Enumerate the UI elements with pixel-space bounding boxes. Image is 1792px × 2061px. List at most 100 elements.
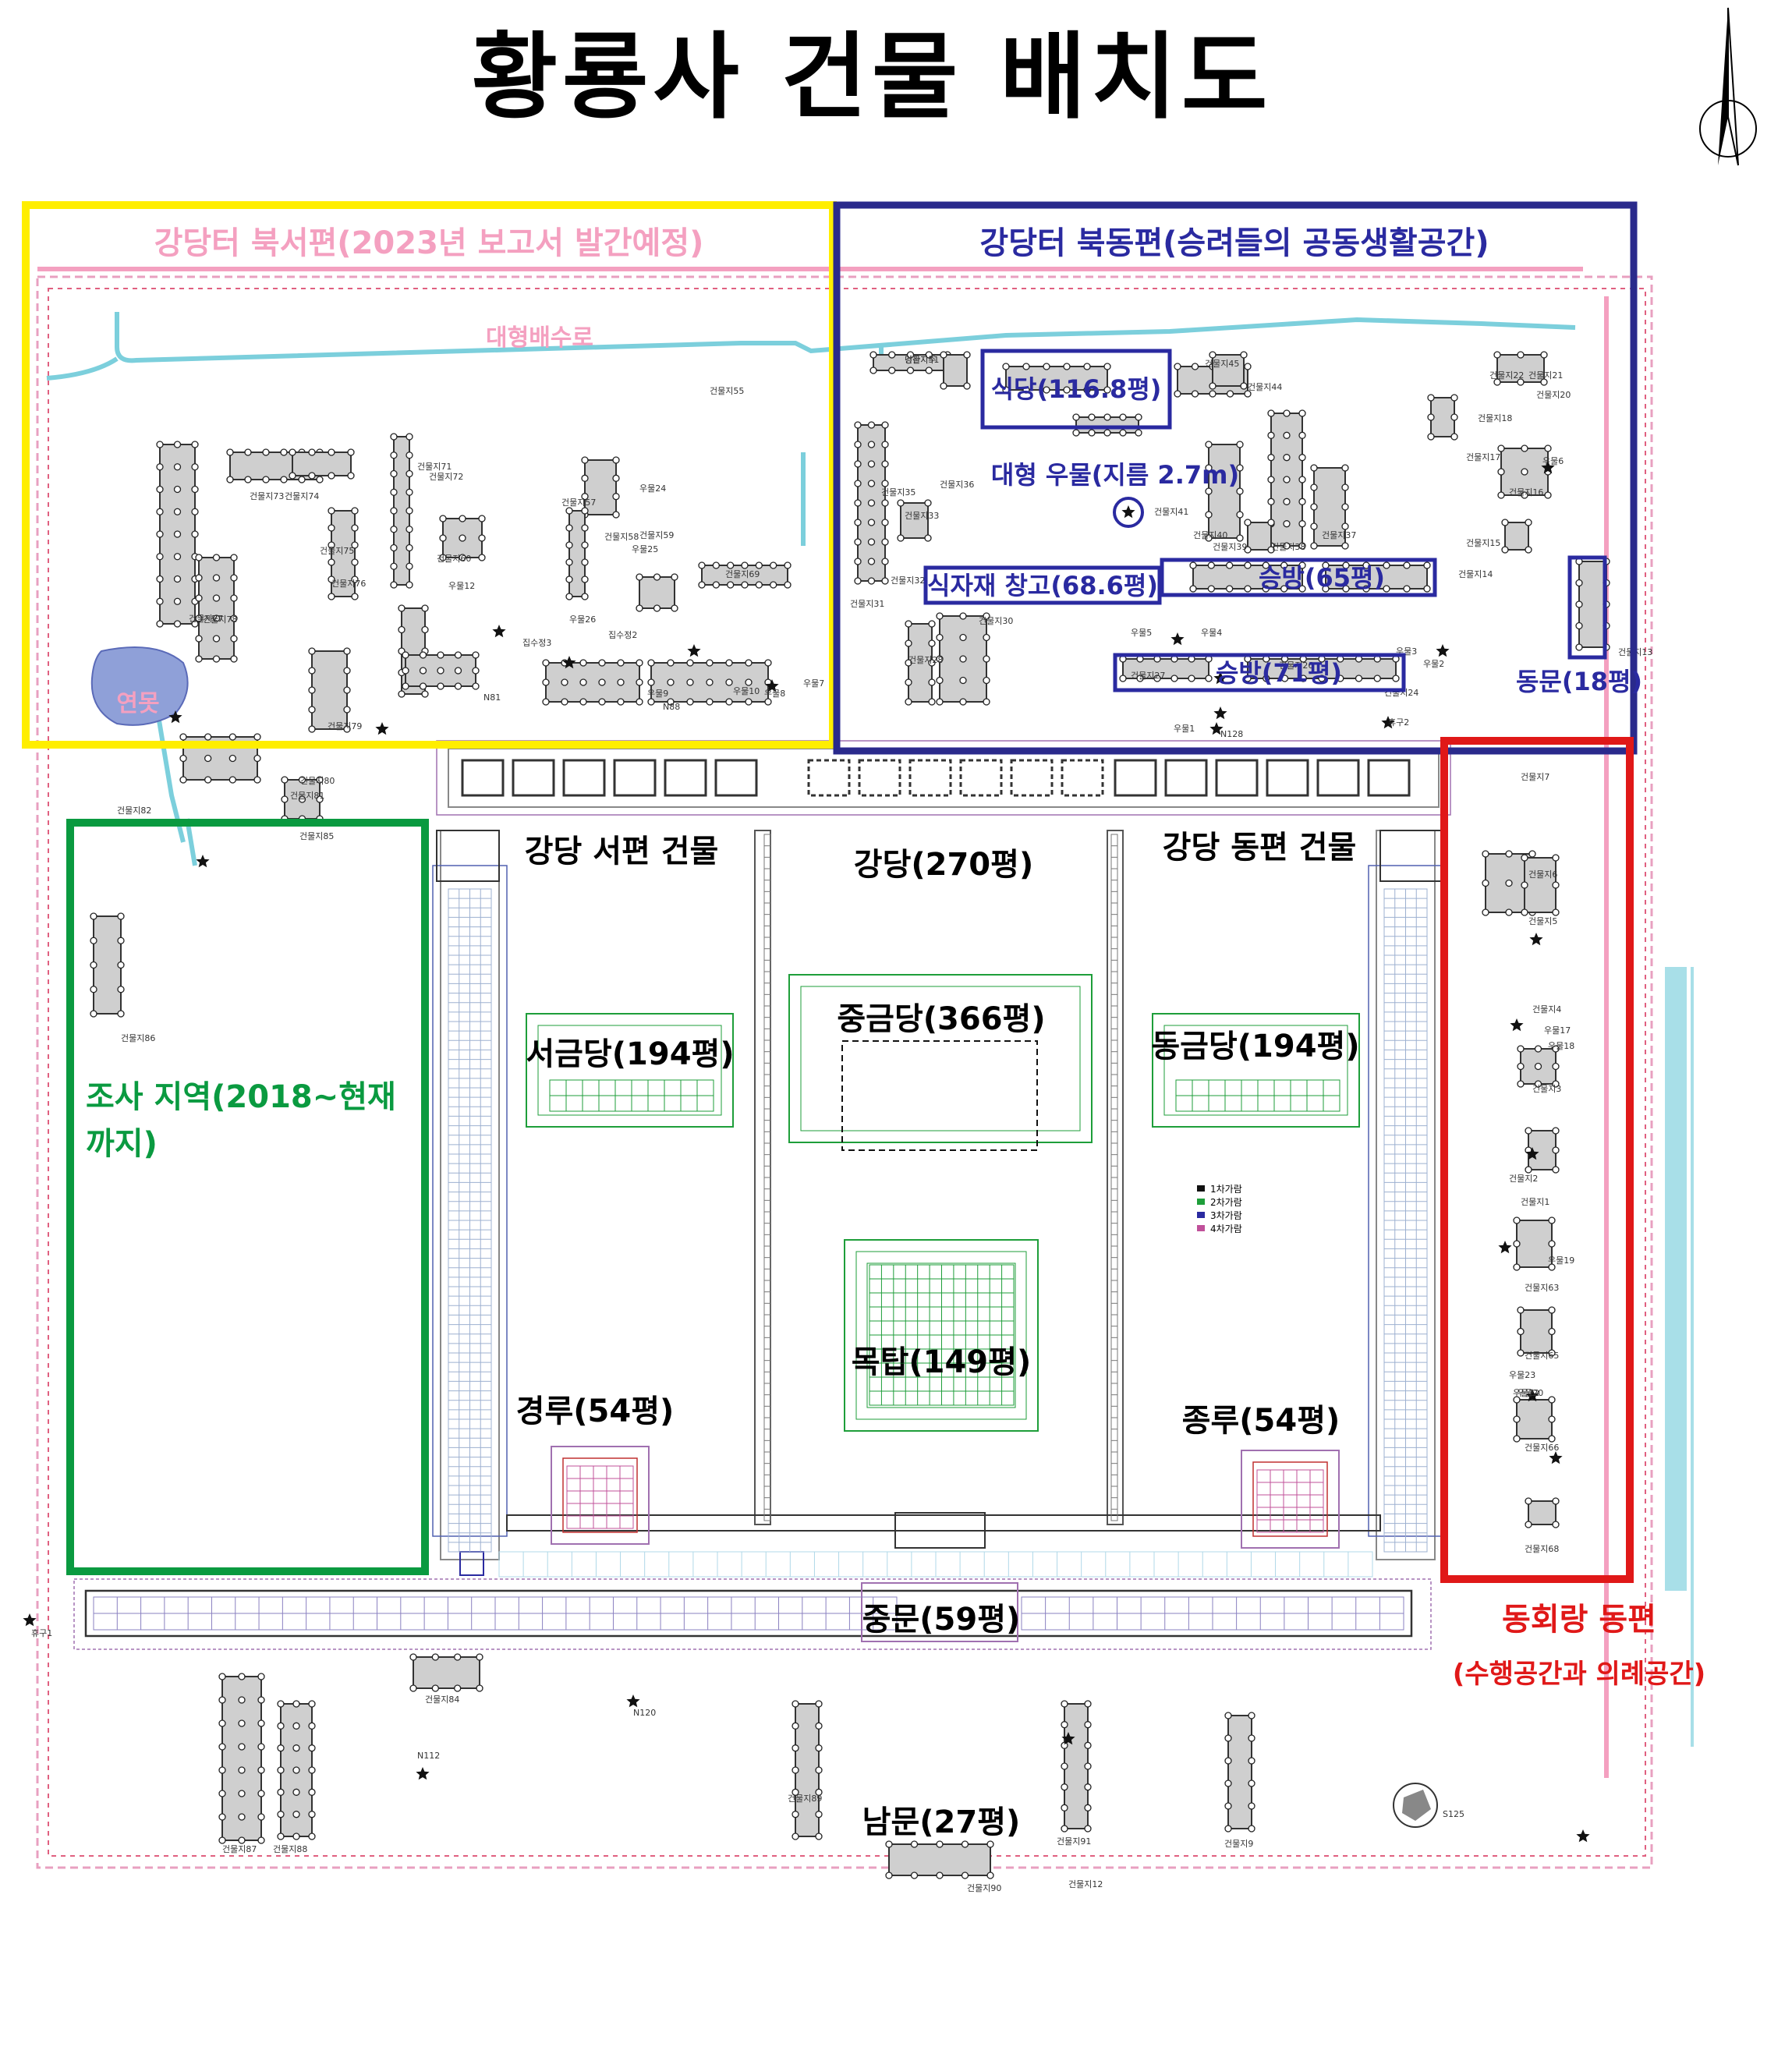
- small-label: 휴구2: [1388, 717, 1409, 728]
- dining-hall-label: 식당(116.8평): [991, 374, 1162, 404]
- middle-gate-label: 중문(59평): [862, 1602, 1021, 1638]
- east-corridor-zone-title: 동회랑 동편: [1502, 1602, 1656, 1638]
- small-label: 집수정3: [522, 638, 551, 648]
- north-arrow-icon: [1699, 7, 1757, 166]
- east-stream: [1665, 967, 1687, 1591]
- building-footprints: [90, 351, 1610, 1879]
- small-label: 건물지82: [117, 806, 151, 816]
- small-label: 우물20: [1517, 1388, 1543, 1398]
- monk-quarters-1-label: 승방(65평): [1259, 563, 1385, 593]
- small-label: 우물6: [1542, 456, 1564, 466]
- pond-label: 연못: [116, 690, 159, 717]
- legend-item-2: 2차가람: [1210, 1197, 1242, 1208]
- small-label: 건물지90: [967, 1883, 1001, 1893]
- small-label: 휴구1: [31, 1628, 52, 1638]
- monk-quarters-2-frame: [1113, 653, 1406, 692]
- small-label: 우물8: [764, 689, 785, 699]
- small-label: 건물지45: [1205, 359, 1239, 369]
- legend-swatch-2: [1197, 1199, 1205, 1205]
- small-label: 건물지78: [203, 614, 237, 625]
- monk-quarters-1-frame: [1160, 558, 1437, 597]
- small-label: 우물23: [1509, 1370, 1535, 1380]
- small-label: 우물19: [1548, 1255, 1574, 1266]
- small-label: 건물지71: [417, 462, 452, 472]
- small-label: 건물지55: [710, 386, 744, 396]
- survey-zone-title-line2: 까지): [86, 1126, 158, 1162]
- small-label: 건물지9: [1224, 1839, 1253, 1849]
- legend: 1차가람 2차가람 3차가람 4차가람: [1197, 1184, 1242, 1234]
- northeast-zone-frame: [833, 201, 1638, 755]
- small-label: 건물지91: [1057, 1836, 1091, 1847]
- small-label: 건물지60: [437, 554, 471, 564]
- small-label: 건물지4: [1532, 1004, 1561, 1015]
- small-label: 건물지68: [1525, 1544, 1559, 1554]
- small-label: 우물17: [1544, 1025, 1571, 1036]
- small-label: 건물지31: [850, 599, 884, 609]
- small-label: 건물지66: [1525, 1443, 1559, 1453]
- small-label: 건물지77: [189, 614, 223, 624]
- small-label: 건물지7: [1521, 772, 1549, 782]
- northwest-zone-title: 강당터 북서편(2023년 보고서 발간예정): [154, 225, 704, 261]
- small-label: 건물지37: [1322, 530, 1356, 540]
- east-gate-label: 동문(18평): [1516, 667, 1642, 696]
- architectural-grids: [93, 834, 1428, 1631]
- small-label: 건물지22: [1489, 370, 1524, 381]
- small-label: 건물지14: [1458, 569, 1493, 579]
- northeast-zone-title: 강당터 북동편(승려들의 공동생활공간): [979, 225, 1489, 261]
- small-label: 건물지36: [940, 480, 974, 490]
- legend-item-3: 3차가람: [1210, 1210, 1242, 1221]
- well-marker: [1113, 497, 1144, 528]
- small-label: N120: [633, 1708, 656, 1718]
- small-label: 우물10: [733, 686, 760, 696]
- small-label: 건물지58: [604, 532, 639, 542]
- small-label: 건물지41: [1154, 507, 1188, 517]
- small-label: 건물지21: [1528, 370, 1563, 381]
- small-label: 당간지주: [905, 355, 936, 365]
- small-label: N81: [483, 692, 501, 703]
- small-label: 건물지26: [1279, 660, 1313, 671]
- small-label: 건물지75: [320, 546, 354, 556]
- legend-item-1: 1차가람: [1210, 1184, 1242, 1195]
- small-label: 건물지80: [300, 776, 335, 786]
- small-label: 우물4: [1201, 628, 1222, 638]
- pond-shape: [90, 646, 189, 726]
- small-label: 우물24: [639, 483, 666, 494]
- small-label: 건물지76: [331, 579, 366, 589]
- well-star-icons: [23, 461, 1590, 1843]
- storage-label: 식자재 창고(68.6평): [927, 571, 1158, 600]
- small-label: 건물지40: [1193, 530, 1227, 540]
- east-gate-frame: [1567, 555, 1607, 660]
- small-label: 건물지81: [290, 791, 324, 801]
- small-label: 건물지69: [725, 569, 760, 579]
- site-boundary: [36, 267, 1653, 1869]
- small-label: 건물지74: [285, 491, 319, 501]
- small-label: 건물지1: [1521, 1197, 1549, 1207]
- dining-hall-frame: [980, 349, 1172, 430]
- small-label: 건물지44: [1248, 382, 1282, 392]
- small-label: 건물지87: [222, 1844, 257, 1854]
- small-label: 건물지72: [429, 472, 463, 482]
- small-label: 건물지30: [979, 616, 1013, 626]
- small-label: 건물지27: [1131, 671, 1165, 681]
- small-label: 건물지86: [121, 1033, 155, 1043]
- small-label: 우물12: [448, 581, 475, 591]
- legend-swatch-3: [1197, 1212, 1205, 1218]
- small-label: 건물지35: [881, 487, 915, 498]
- small-label: 건물지63: [1525, 1283, 1559, 1293]
- small-label: 건물지12: [1068, 1879, 1103, 1889]
- small-label: N128: [1220, 729, 1243, 739]
- small-label: 우물5: [1131, 628, 1152, 638]
- small-label: 우물1: [1174, 724, 1195, 734]
- main-golden-hall-label: 중금당(366평): [837, 1001, 1045, 1037]
- small-label: 건물지65: [1525, 1351, 1559, 1361]
- lecture-hall-label: 강당(270평): [854, 847, 1033, 883]
- well-label: 대형 우물(지름 2.7m): [991, 460, 1239, 490]
- survey-zone-frame: [66, 819, 429, 1575]
- small-label: 건물지3: [1532, 1084, 1561, 1094]
- small-label: 우물7: [803, 678, 824, 689]
- survey-zone-title-line1: 조사 지역(2018~현재: [86, 1079, 396, 1115]
- small-label: 건물지88: [273, 1844, 307, 1854]
- small-label: 건물지73: [250, 491, 284, 501]
